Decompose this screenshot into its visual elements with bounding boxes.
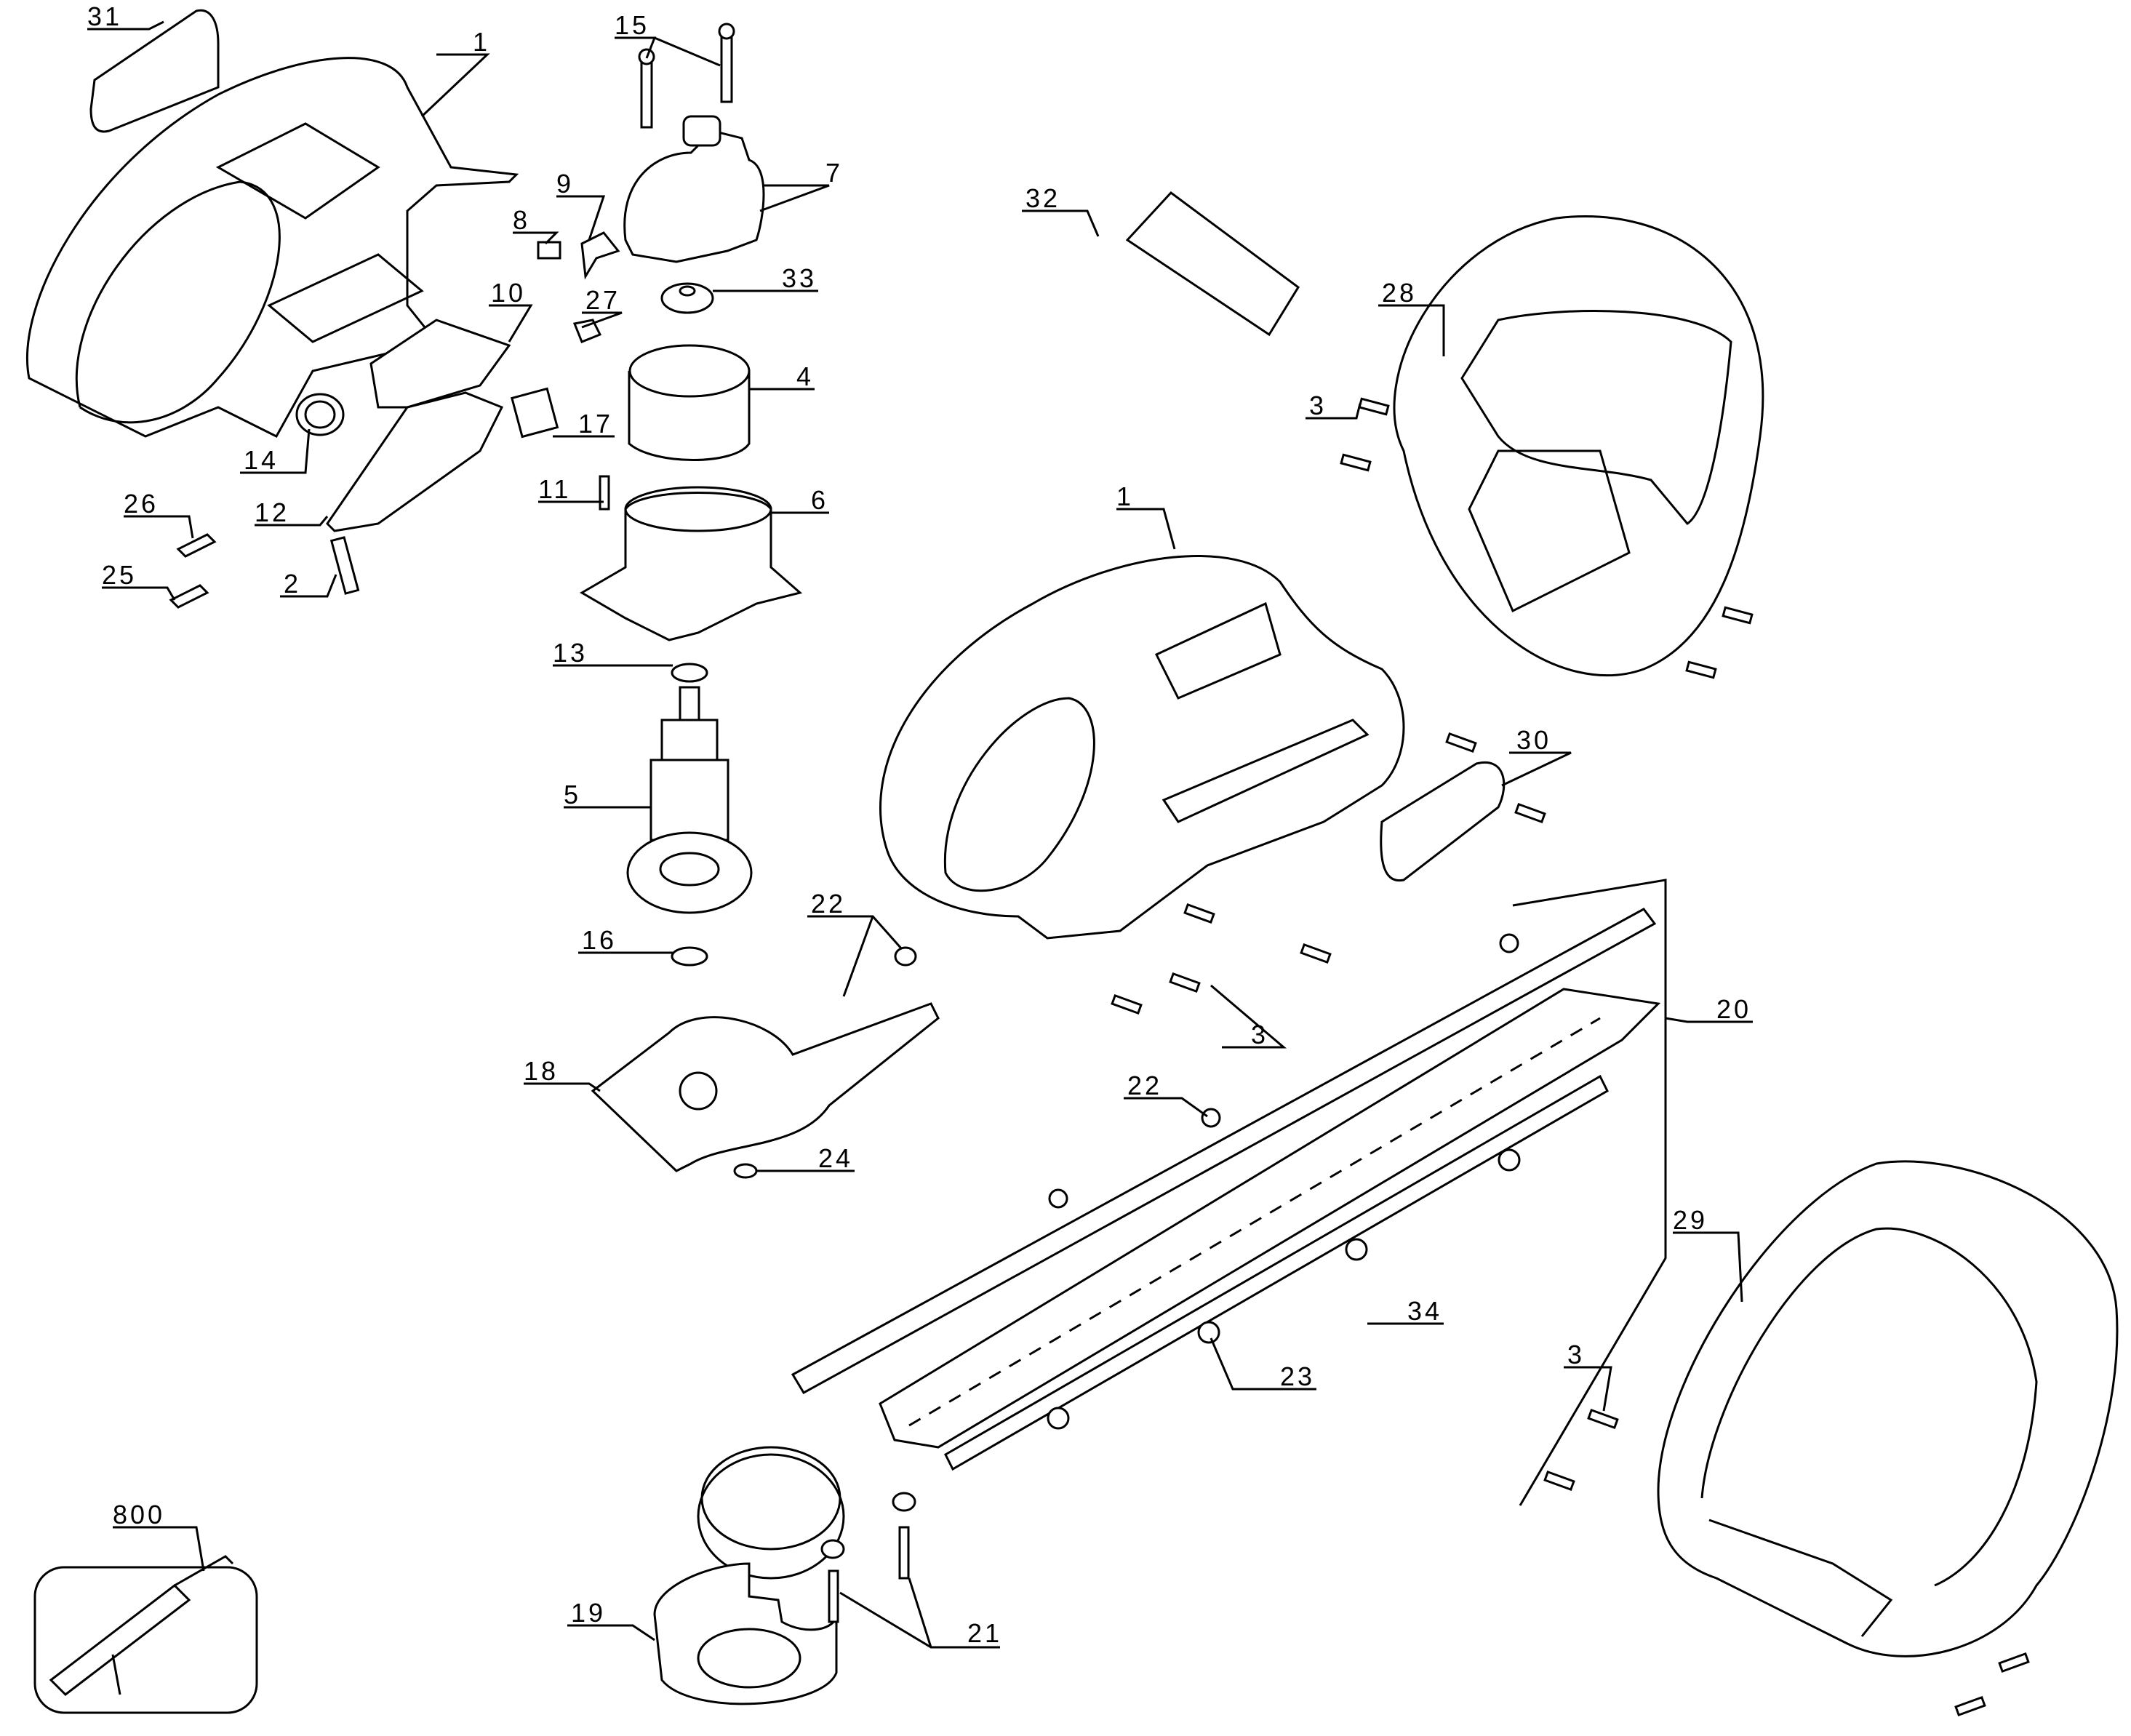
callout-24: 24 [818,1143,853,1173]
callout-22a: 22 [811,889,846,919]
callout-18: 18 [524,1056,559,1086]
switch [511,387,559,439]
spring-14 [295,393,345,436]
drive-gear [697,1446,845,1580]
callout-22b: 22 [1127,1071,1162,1100]
bushing [660,282,714,314]
callout-2: 2 [284,569,301,599]
callout-32: 32 [1025,183,1060,213]
decal-30 [1380,761,1506,882]
switch-lever [369,319,511,409]
decal-31 [89,9,220,133]
callout-26: 26 [124,489,159,519]
callout-13: 13 [553,638,588,668]
callout-7: 7 [825,158,843,188]
brush [537,241,561,260]
spring-2 [329,536,360,595]
clip [572,319,602,343]
callout-3b: 3 [1251,1020,1268,1049]
callout-8: 8 [513,205,530,235]
callout-5: 5 [564,780,581,809]
callout-4: 4 [796,361,814,391]
callout-10: 10 [491,278,526,308]
housing-half-left [25,57,519,438]
callout-3c: 3 [1567,1340,1585,1369]
nut-22a [894,946,917,967]
callout-29: 29 [1673,1205,1708,1235]
armature [626,686,753,914]
brush-holder [623,115,765,263]
rear-handle-cover [1393,215,1764,676]
callout-3a: 3 [1309,391,1327,420]
front-handle [1657,1160,2119,1657]
callout-6: 6 [811,485,828,515]
blade-assembly [791,879,1667,1506]
callout-25: 25 [102,560,137,590]
terminal-plate-26 [176,533,217,558]
cord-retainer-kit [33,1555,258,1714]
bolts-21 [820,1492,916,1623]
callout-21: 21 [967,1618,1002,1648]
washer-16 [671,946,708,967]
callout-11: 11 [538,474,571,504]
field-stator [628,344,751,461]
gear-case [591,1002,940,1172]
gear-cover [653,1562,838,1705]
washer-24 [733,1163,758,1179]
callout-28: 28 [1382,278,1417,308]
screws-3c [1543,1408,2030,1717]
callout-20: 20 [1716,994,1751,1024]
screws-3b [1111,732,1546,1015]
housing-assembled [879,554,1405,940]
callout-33: 33 [782,263,817,293]
callout-800: 800 [113,1500,165,1529]
callout-23: 23 [1280,1361,1315,1391]
callout-30: 30 [1516,725,1551,755]
callout-1a: 1 [473,27,490,57]
callout-34: 34 [1407,1296,1442,1326]
decal-32 [1125,191,1300,337]
pin [599,475,610,511]
callout-31: 31 [87,1,122,31]
callout-15: 15 [615,10,649,40]
washer-13 [671,663,708,683]
callouts: 31 1 15 9 7 8 33 27 10 4 17 14 12 11 6 2… [87,1,1753,1649]
terminal [580,231,620,280]
callout-17: 17 [578,409,613,439]
callout-9: 9 [556,169,574,199]
screws-3a [1340,397,1754,679]
callout-14: 14 [244,445,279,475]
callout-12: 12 [255,497,289,527]
motor-housing [580,486,803,641]
callout-27: 27 [585,285,620,315]
callout-1b: 1 [1116,481,1134,511]
trigger [326,391,504,532]
terminal-plate-25 [169,584,209,609]
callout-19: 19 [571,1598,606,1628]
callout-16: 16 [582,925,617,955]
